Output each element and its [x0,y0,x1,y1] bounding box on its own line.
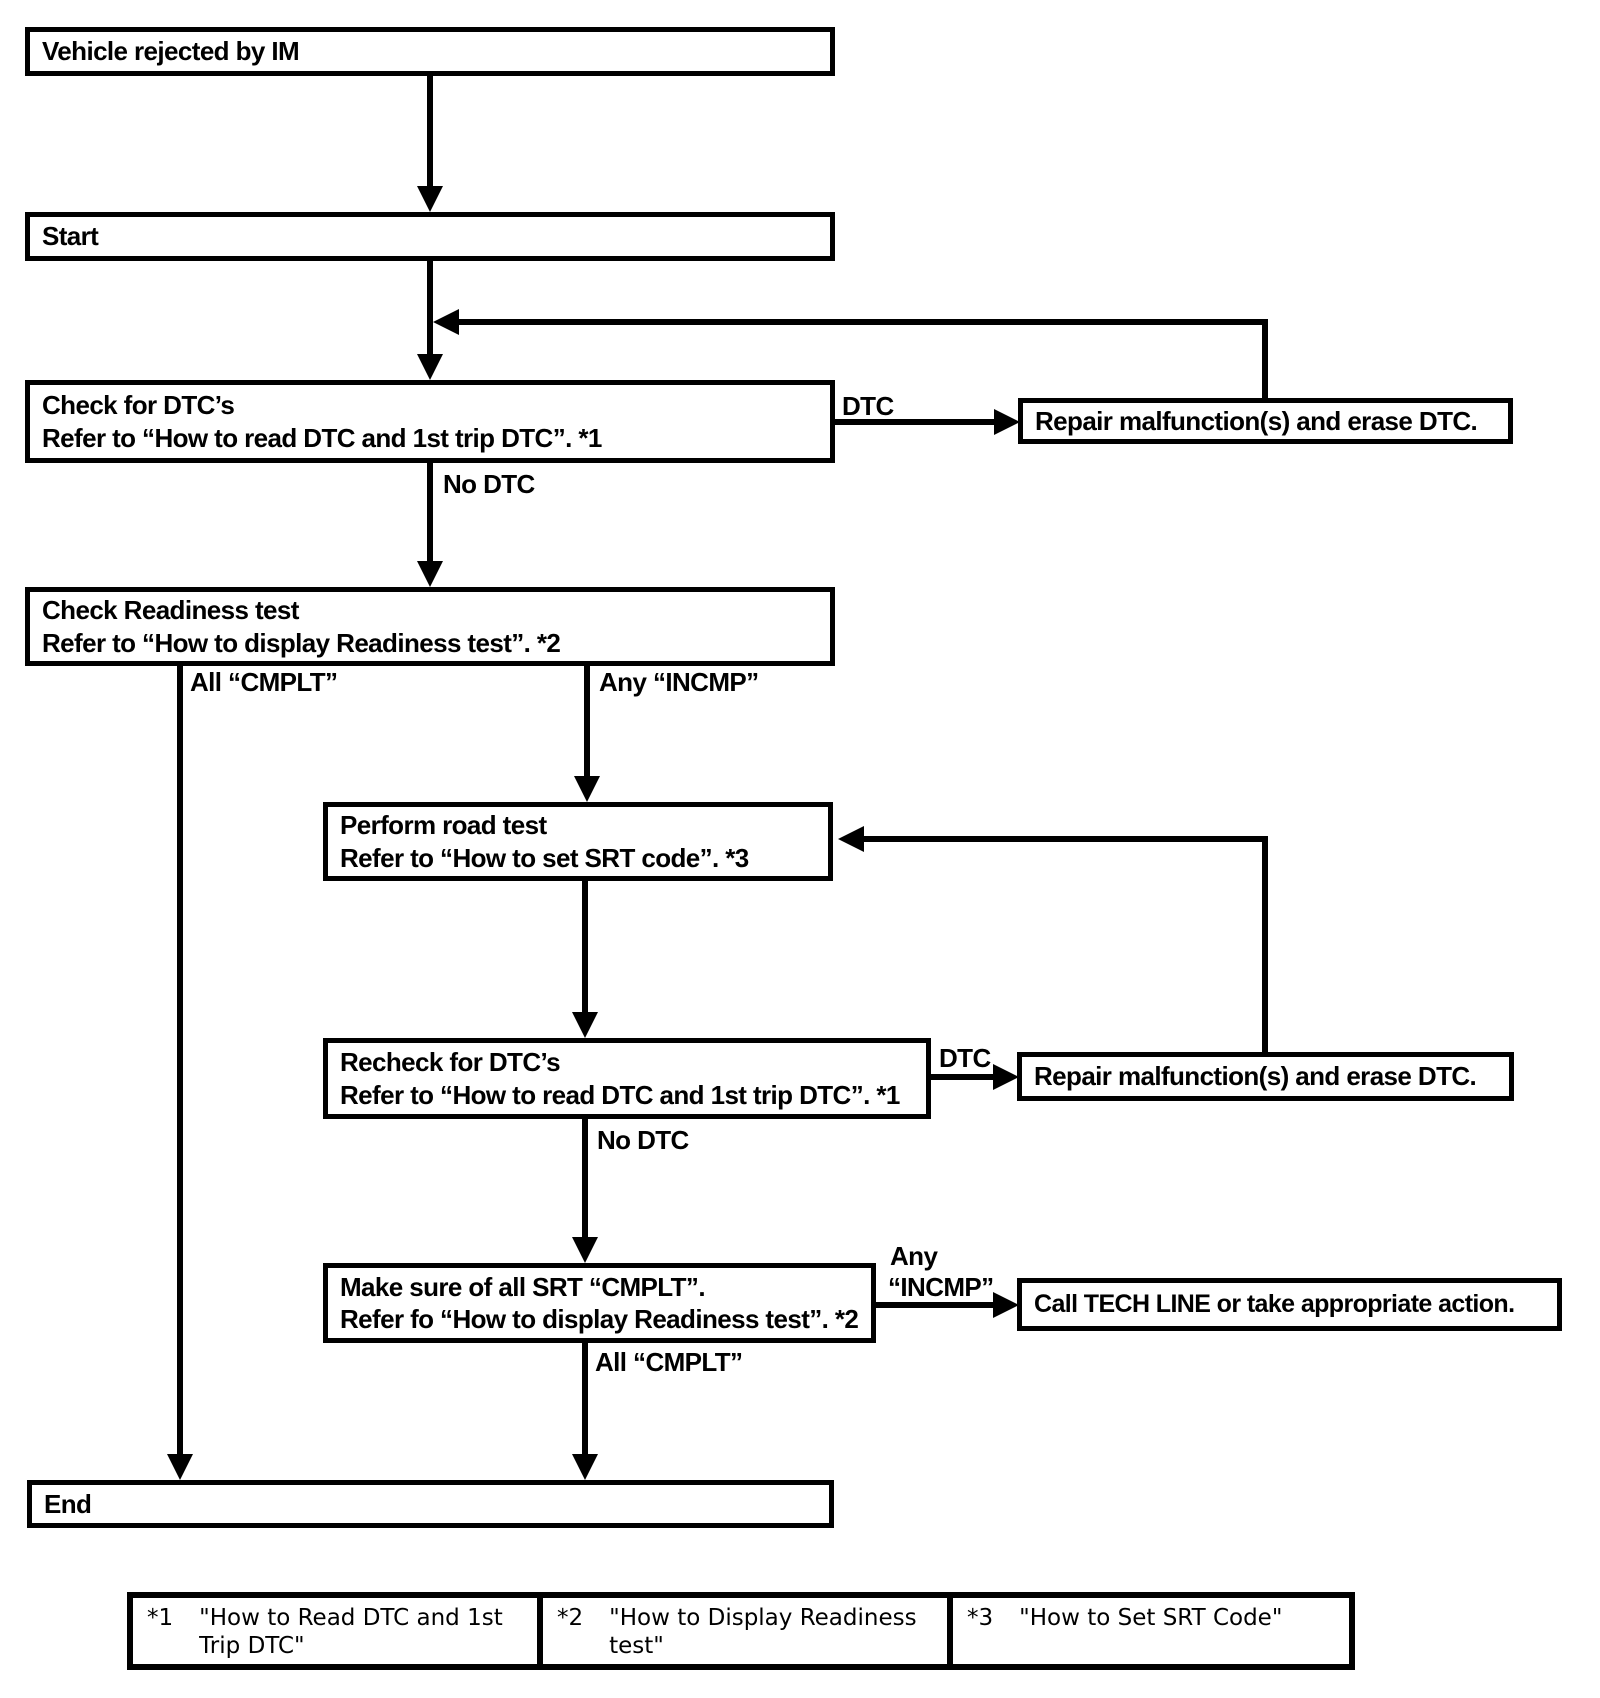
node-call-tech-line: Call TECH LINE or take appropriate actio… [1017,1278,1562,1331]
edge-label-any-2: Any [890,1241,938,1271]
node-check-readiness-line1: Check Readiness test [42,595,299,625]
edge-checkdtc-to-repair1 [834,419,996,425]
footnote-text-2: "How to Display Readiness test" [609,1605,917,1659]
edge-makesure-to-techline [875,1302,995,1308]
connector-recheck-to-makesure [582,1118,588,1243]
node-repair-2-text: Repair malfunction(s) and erase DTC. [1034,1061,1477,1092]
edge-label-no-dtc-2: No DTC [597,1125,689,1155]
node-repair-1: Repair malfunction(s) and erase DTC. [1018,398,1513,444]
connector-vehicle-to-start [427,75,433,192]
edge-label-dtc-2: DTC [939,1043,991,1073]
connector-checkdtc-to-readiness [427,462,433,567]
node-repair-1-text: Repair malfunction(s) and erase DTC. [1035,405,1478,436]
edge-label-any-incmp-1: Any “INCMP” [599,667,759,697]
feedback-riser-repair1 [1262,322,1268,398]
node-check-dtc-line1: Check for DTC’s [42,390,235,420]
footnote-text-3: "How to Set SRT Code" [1019,1605,1283,1631]
arrowhead-into-repair2 [993,1064,1019,1090]
arrowhead-into-end-left [167,1454,193,1480]
node-recheck-dtc: Recheck for DTC’s Refer to “How to read … [323,1038,931,1119]
node-check-dtc-line2: Refer to “How to read DTC and 1st trip D… [42,422,602,453]
node-road-test-line2: Refer to “How to set SRT code”. *3 [340,842,749,873]
feedback-line-repair1 [458,319,1268,325]
node-end-text: End [44,1488,92,1519]
connector-readiness-to-roadtest [584,665,590,782]
footnote-cell-3: *3 "How to Set SRT Code" [947,1598,1349,1664]
footnote-table: *1 "How to Read DTC and 1st Trip DTC" *2… [127,1592,1355,1670]
node-road-test: Perform road test Refer to “How to set S… [323,802,833,881]
edge-label-all-cmplt-1: All “CMPLT” [190,667,338,697]
connector-makesure-to-end [582,1342,588,1460]
arrowhead-into-techline [993,1292,1019,1318]
edge-label-incmp-2: “INCMP” [888,1272,994,1302]
node-end: End [27,1480,834,1528]
node-start: Start [25,212,835,261]
arrowhead-into-readiness [417,561,443,587]
node-make-sure-srt-line1: Make sure of all SRT “CMPLT”. [340,1271,706,1302]
footnote-marker-1: *1 [147,1605,174,1631]
edge-label-dtc-1: DTC [842,391,894,421]
node-repair-2: Repair malfunction(s) and erase DTC. [1017,1052,1514,1101]
node-vehicle-rejected-text: Vehicle rejected by IM [42,36,300,67]
node-recheck-dtc-line2: Refer to “How to read DTC and 1st trip D… [340,1079,900,1110]
arrowhead-into-recheck [572,1012,598,1038]
edge-label-all-cmplt-2: All “CMPLT” [595,1347,743,1377]
node-check-dtc: Check for DTC’s Refer to “How to read DT… [25,380,835,463]
arrowhead-feedback1 [433,309,459,335]
feedback-line-repair2 [860,836,1268,842]
arrowhead-into-start [417,186,443,212]
edge-label-no-dtc-1: No DTC [443,469,535,499]
node-make-sure-srt: Make sure of all SRT “CMPLT”. Refer fo “… [323,1263,876,1343]
node-road-test-line1: Perform road test [340,810,547,840]
arrowhead-into-makesure [572,1237,598,1263]
feedback-riser-repair2 [1262,839,1268,1052]
connector-readiness-to-end-left [177,665,183,1460]
node-make-sure-srt-line2: Refer fo “How to display Readiness test”… [340,1304,859,1334]
arrowhead-into-repair1 [994,409,1020,435]
node-check-readiness: Check Readiness test Refer to “How to di… [25,587,835,666]
arrowhead-feedback2 [838,826,864,852]
arrowhead-into-roadtest [574,776,600,802]
node-vehicle-rejected: Vehicle rejected by IM [25,27,835,76]
node-start-text: Start [42,221,99,252]
node-recheck-dtc-line1: Recheck for DTC’s [340,1047,561,1077]
footnote-marker-2: *2 [557,1605,584,1631]
connector-roadtest-to-recheck [582,880,588,1018]
node-call-tech-line-text: Call TECH LINE or take appropriate actio… [1034,1289,1515,1318]
arrowhead-into-checkdtc [417,354,443,380]
footnote-cell-2: *2 "How to Display Readiness test" [537,1598,947,1664]
footnote-marker-3: *3 [967,1605,994,1631]
node-check-readiness-line2: Refer to “How to display Readiness test”… [42,627,561,658]
footnote-cell-1: *1 "How to Read DTC and 1st Trip DTC" [133,1598,537,1664]
edge-recheck-to-repair2 [930,1074,995,1080]
footnote-text-1: "How to Read DTC and 1st Trip DTC" [199,1605,503,1659]
connector-start-to-checkdtc [427,260,433,360]
arrowhead-into-end-middle [572,1454,598,1480]
